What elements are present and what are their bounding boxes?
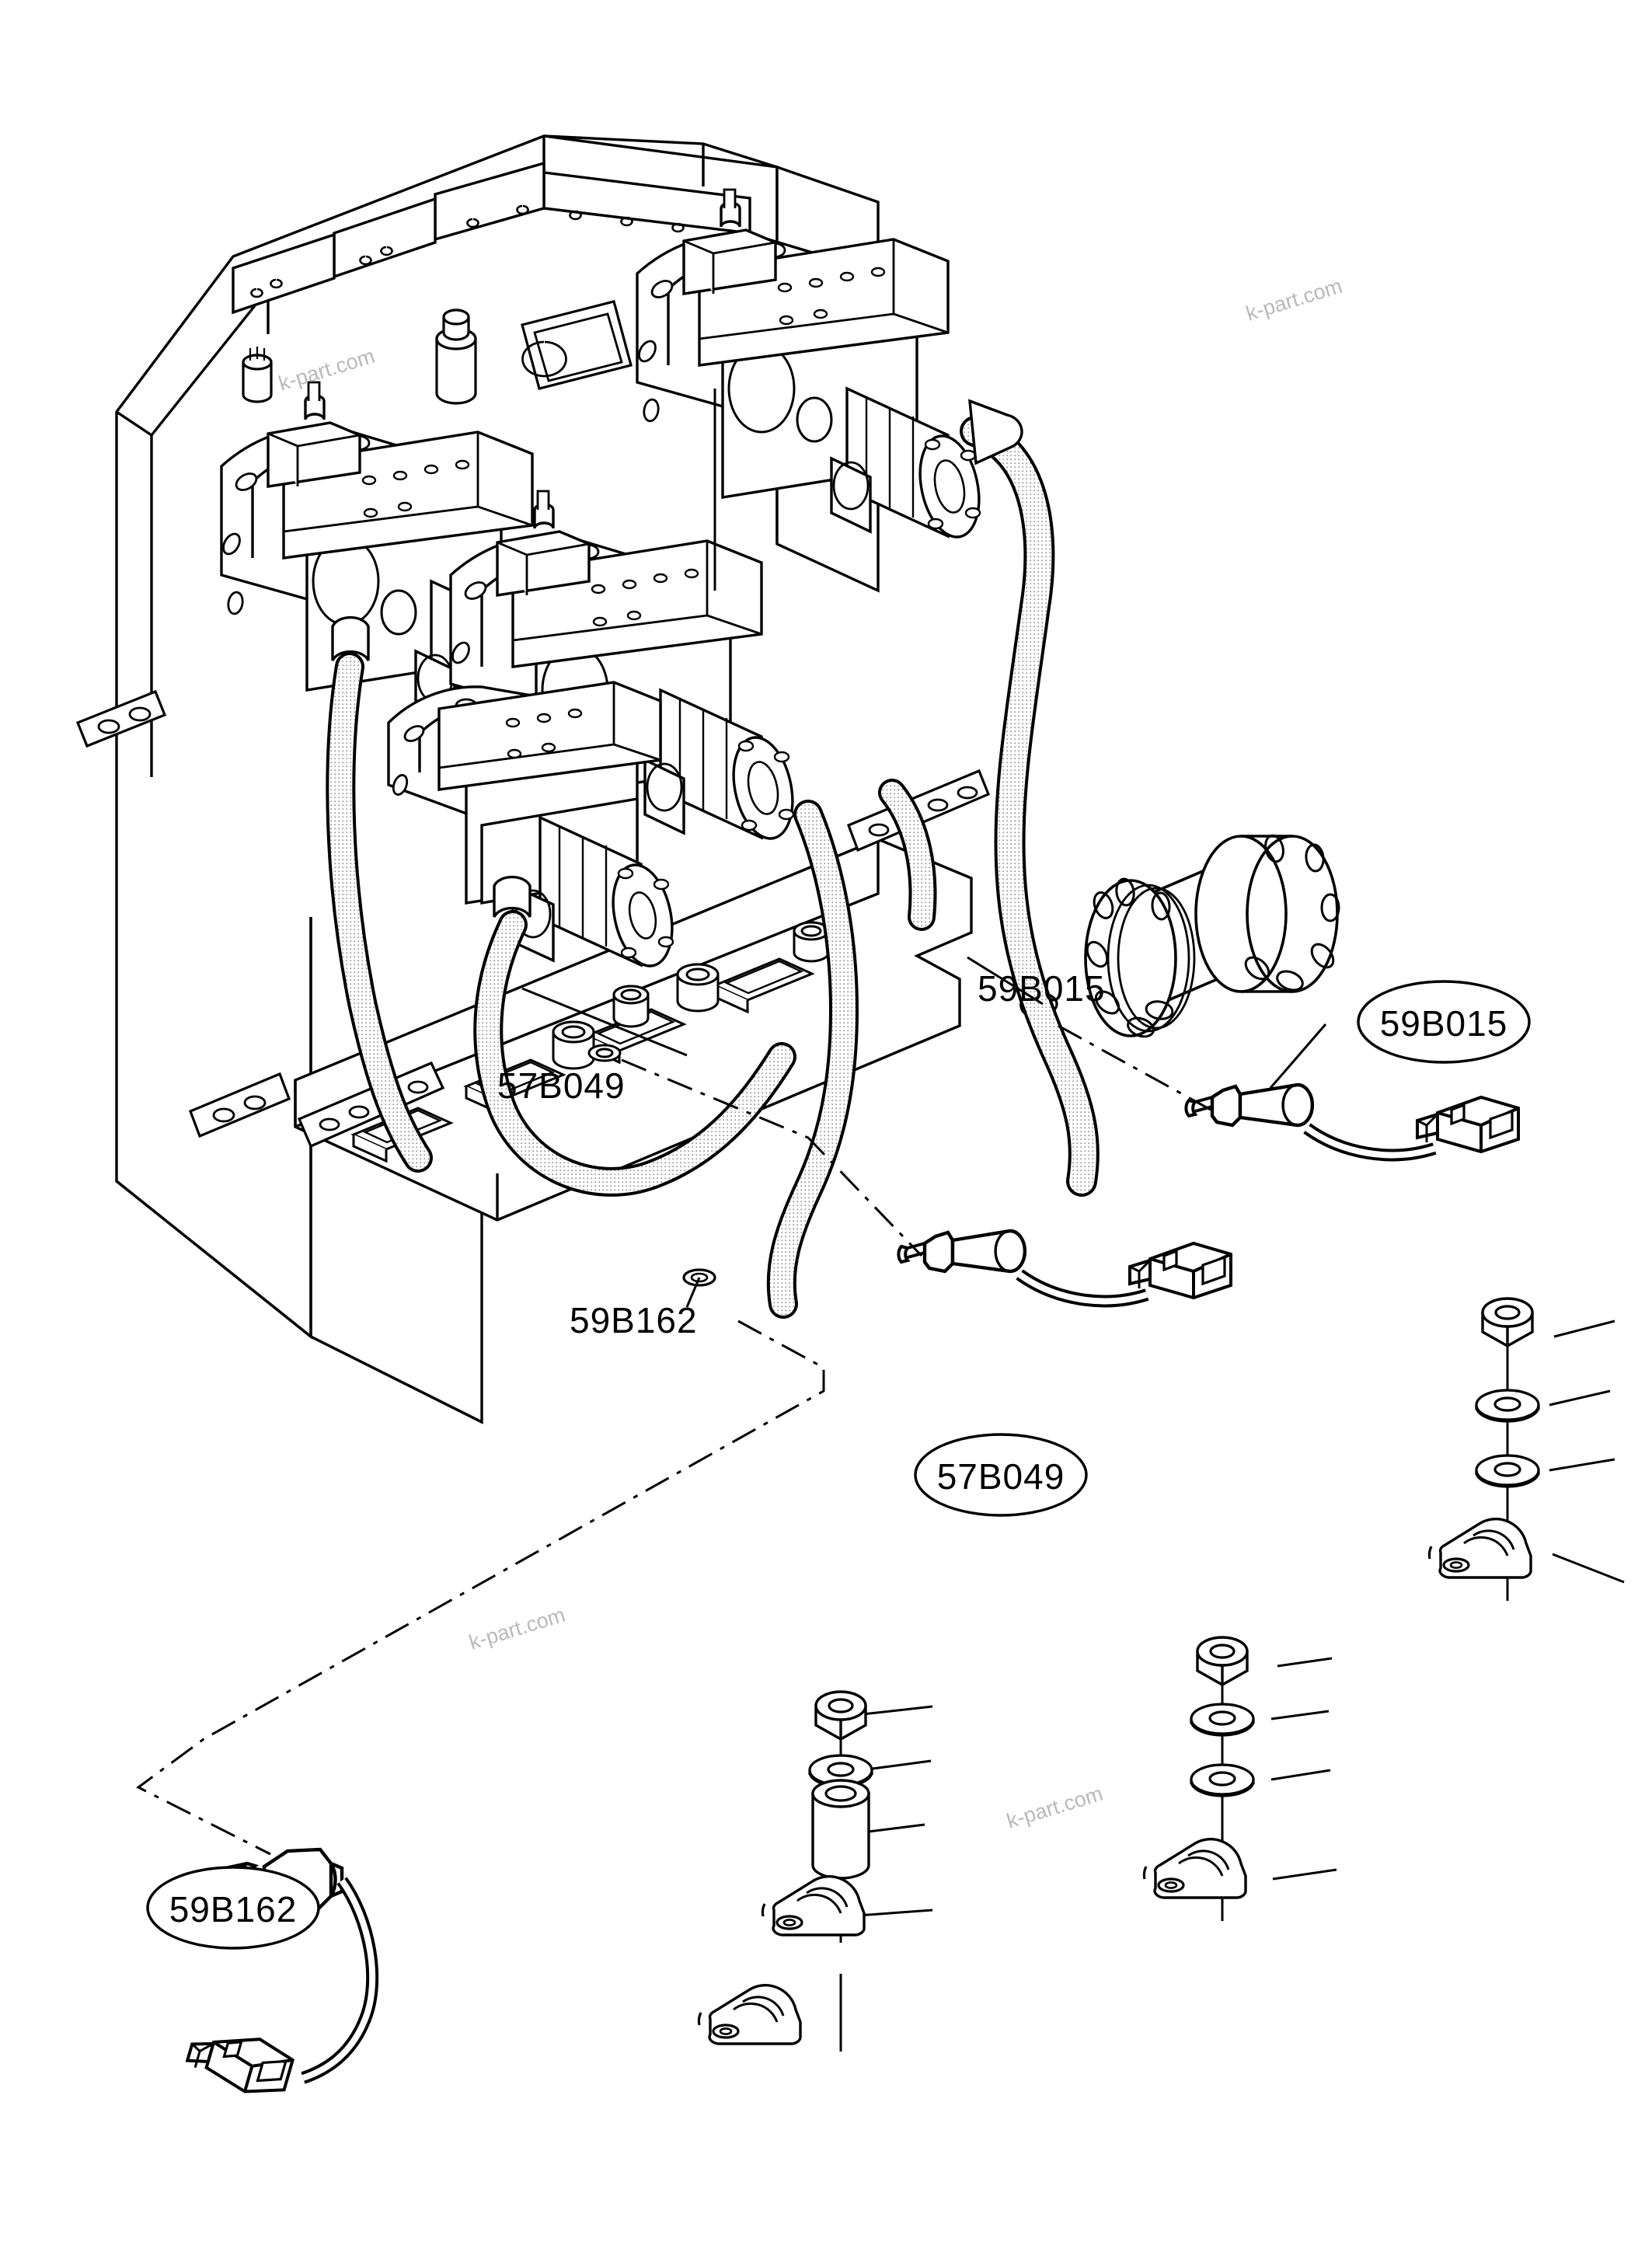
oval-callout-label-59B015[interactable]: 59B015 <box>1379 1003 1508 1044</box>
pump-unit-1 <box>636 188 981 539</box>
sensor-assembly-59B015 <box>1186 1085 1520 1162</box>
flat-washer-icon <box>1475 1389 1540 1423</box>
pump-unit-2 <box>220 381 565 731</box>
oval-callout-label-59B162[interactable]: 59B162 <box>169 1889 298 1930</box>
flat-washer-icon <box>1475 1454 1540 1488</box>
assembly-axis-lines <box>136 1024 1211 1856</box>
housing-top-fittings <box>242 309 477 405</box>
hydraulic-hoses <box>326 399 1100 1319</box>
flat-washer-icon <box>1190 1763 1255 1797</box>
base-plate-ports <box>350 921 830 1287</box>
oval-callout-label-57B049[interactable]: 57B049 <box>936 1456 1065 1497</box>
housing-foot-plate <box>75 689 291 1138</box>
callout-label-59B162: 59B162 <box>570 1300 698 1340</box>
callout-label-57B049: 57B049 <box>497 1065 626 1106</box>
leader-lines <box>521 389 1625 1918</box>
oval-callout-59B162[interactable] <box>146 1866 320 1950</box>
spacer-sleeve-icon <box>811 1779 870 1880</box>
sensor-assembly-57B049 <box>898 1231 1232 1308</box>
oval-callout-57B049[interactable] <box>914 1433 1088 1517</box>
oval-callout-59B015[interactable] <box>1357 980 1531 1064</box>
pump-unit-4 <box>387 681 674 967</box>
callout-label-59B015: 59B015 <box>978 968 1106 1009</box>
flat-washer-icon <box>1190 1703 1255 1737</box>
